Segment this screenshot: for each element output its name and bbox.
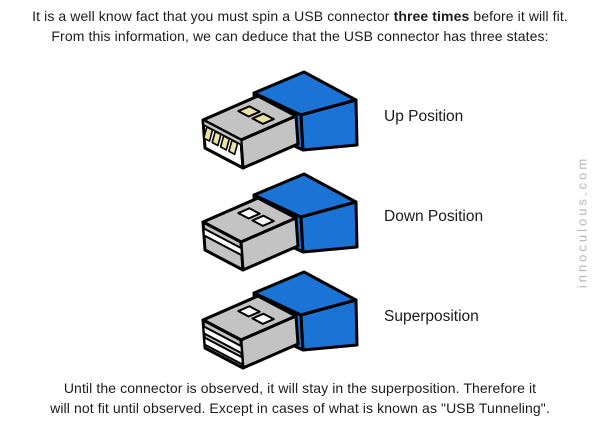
usb-connector-superposition-illustration [192,262,364,374]
label-up-position: Up Position [384,108,464,125]
label-down-position: Down Position [384,208,484,225]
intro-line-2: From this information, we can deduce tha… [51,27,549,44]
watermark-site-credit: innoculous.com [574,155,590,289]
usb-up-icon [201,70,359,170]
intro-line-1: It is a well know fact that you must spi… [32,8,568,24]
usb-superposition-icon [201,270,359,370]
outro-line-1: Until the connector is observed, it will… [63,380,537,396]
outro-line-2: will not fit until observed. Except in c… [50,399,550,416]
usb-connector-up-illustration [192,62,364,174]
usb-down-icon [201,172,359,272]
usb-connector-down-illustration [192,164,364,276]
three-times-emphasis: three times [393,8,470,24]
intro-caption: It is a well know fact that you must spi… [0,7,600,46]
label-superposition: Superposition [384,308,479,325]
outro-caption: Until the connector is observed, it will… [0,379,600,418]
